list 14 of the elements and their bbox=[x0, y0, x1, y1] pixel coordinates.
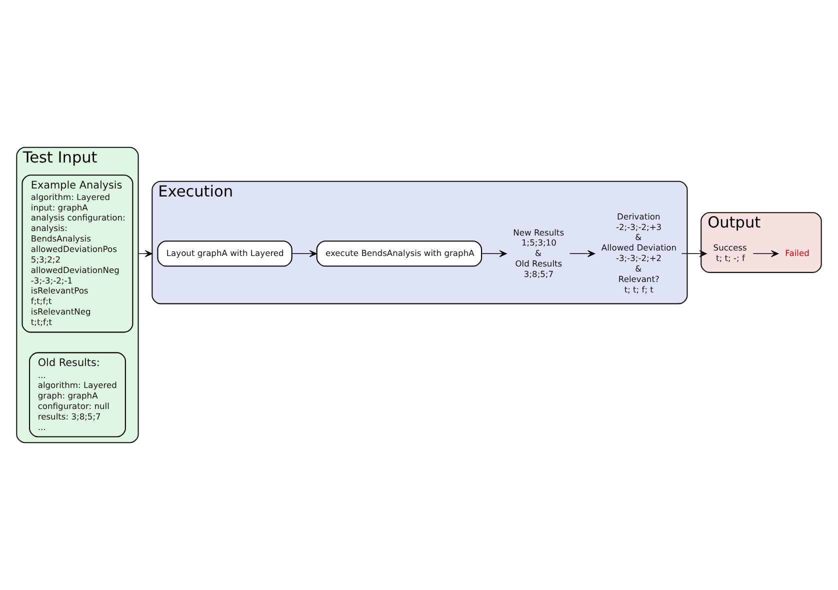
arrow bbox=[681, 250, 707, 258]
node-text: Derivation -2;-3;-2;+3 & Allowed Deviation -3;-3;-2;+2 & Relevant? t; t; f; t bbox=[601, 211, 677, 294]
arrow bbox=[481, 250, 507, 258]
node-box: Layout graphA with Layered bbox=[157, 240, 292, 267]
node-text: New Results 1;5;3;10 & Old Results 3;8;5;7 bbox=[513, 227, 564, 280]
arrow bbox=[569, 250, 596, 258]
arrow bbox=[292, 250, 317, 258]
node-box: Example Analysis algorithm: Layered input: graphA analysis configuration: analysis: BendsAnalysis allowedDeviationPos 5;3;2;2 allowedDeviationNeg -3;-3;-2;-1 isRelevantPos f;t;f;t isRelevantNeg t;t;f;t bbox=[22, 174, 134, 333]
node-text: Success t; t; -; f bbox=[713, 242, 747, 264]
node-box: execute BendsAnalysis with graphA bbox=[316, 240, 482, 267]
arrow bbox=[752, 250, 779, 258]
node-box: Old Results: ... algorithm: Layered graph: graphA configurator: null results: 3;8;5;7 ... bbox=[29, 352, 126, 438]
node-text: Failed bbox=[785, 248, 810, 258]
arrow bbox=[138, 250, 153, 258]
